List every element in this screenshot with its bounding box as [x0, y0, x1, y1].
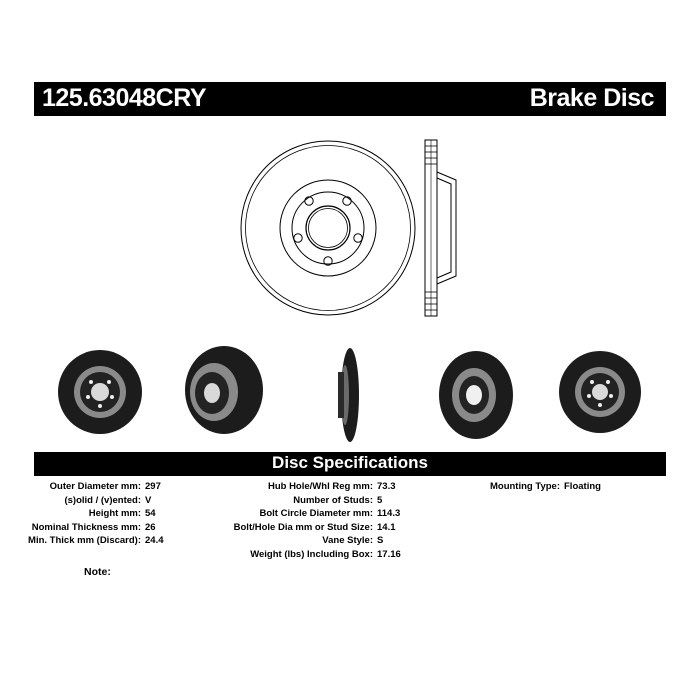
disc-front-drawing	[240, 140, 416, 316]
spec-value: 24.4	[145, 535, 164, 546]
spec-label: Number of Studs:	[293, 494, 373, 506]
spec-label: (s)olid / (v)ented:	[64, 494, 141, 506]
spec-value: Floating	[564, 481, 601, 492]
disc-photo-angled-1	[185, 346, 263, 434]
disc-photo-edge	[338, 348, 359, 442]
specs-column-3: Mounting Type: Floating	[0, 480, 601, 494]
spec-value: 26	[145, 521, 156, 533]
disc-photo-angled-2	[439, 351, 513, 439]
header-bar: 125.63048CRY Brake Disc	[34, 82, 666, 116]
specs-header-bar: Disc Specifications	[34, 452, 666, 476]
spec-row: Height mm: 54	[0, 507, 156, 521]
spec-value: 5	[377, 494, 383, 506]
spec-label: Min. Thick mm (Discard):	[28, 535, 141, 546]
spec-label: Outer Diameter mm:	[49, 481, 141, 492]
spec-row: Bolt Circle Diameter mm: 114.3	[0, 507, 400, 521]
spec-value: 114.3	[377, 508, 401, 519]
spec-label: Mounting Type:	[489, 481, 560, 492]
part-number: 125.63048CRY	[42, 84, 207, 112]
spec-label: Vane Style:	[322, 535, 373, 546]
spec-row: Outer Diameter mm: 297	[0, 480, 161, 494]
spec-label: Weight (lbs) Including Box:	[250, 548, 373, 560]
spec-label: Bolt/Hole Dia mm or Stud Size:	[233, 521, 373, 533]
disc-side-section-drawing	[424, 139, 457, 317]
specs-title: Disc Specifications	[272, 453, 428, 472]
spec-value: 297	[145, 481, 161, 492]
spec-value: 14.1	[377, 521, 396, 533]
spec-label: Nominal Thickness mm:	[31, 521, 141, 533]
spec-row: Mounting Type: Floating	[0, 480, 601, 494]
spec-value: 54	[145, 508, 156, 519]
product-type: Brake Disc	[529, 84, 655, 112]
spec-row: Nominal Thickness mm: 26	[0, 521, 156, 535]
spec-row: (s)olid / (v)ented: V	[0, 494, 151, 508]
disc-photo-face-2	[559, 351, 641, 433]
specs-column-1: Outer Diameter mm: 297 (s)olid / (v)ented…	[0, 480, 163, 548]
specs-column-2: Hub Hole/Whl Reg mm: 73.3 Number of Studs…	[0, 480, 401, 562]
spec-row: Number of Studs: 5	[0, 494, 382, 508]
spec-label: Bolt Circle Diameter mm:	[259, 508, 373, 519]
spec-value: 17.16	[377, 548, 401, 560]
spec-row: Vane Style: S	[0, 534, 383, 548]
note-label: Note:	[84, 566, 111, 578]
spec-row: Min. Thick mm (Discard): 24.4	[0, 534, 163, 548]
spec-label: Hub Hole/Whl Reg mm:	[267, 481, 373, 492]
spec-value: 73.3	[377, 481, 396, 492]
spec-value: V	[145, 494, 152, 506]
spec-label: Height mm:	[88, 508, 141, 519]
spec-row: Hub Hole/Whl Reg mm: 73.3	[0, 480, 396, 494]
spec-row: Bolt/Hole Dia mm or Stud Size: 14.1	[0, 521, 396, 535]
disc-photo-face-1	[58, 350, 142, 434]
spec-row: Weight (lbs) Including Box: 17.16	[0, 548, 401, 562]
spec-value: S	[377, 535, 384, 546]
